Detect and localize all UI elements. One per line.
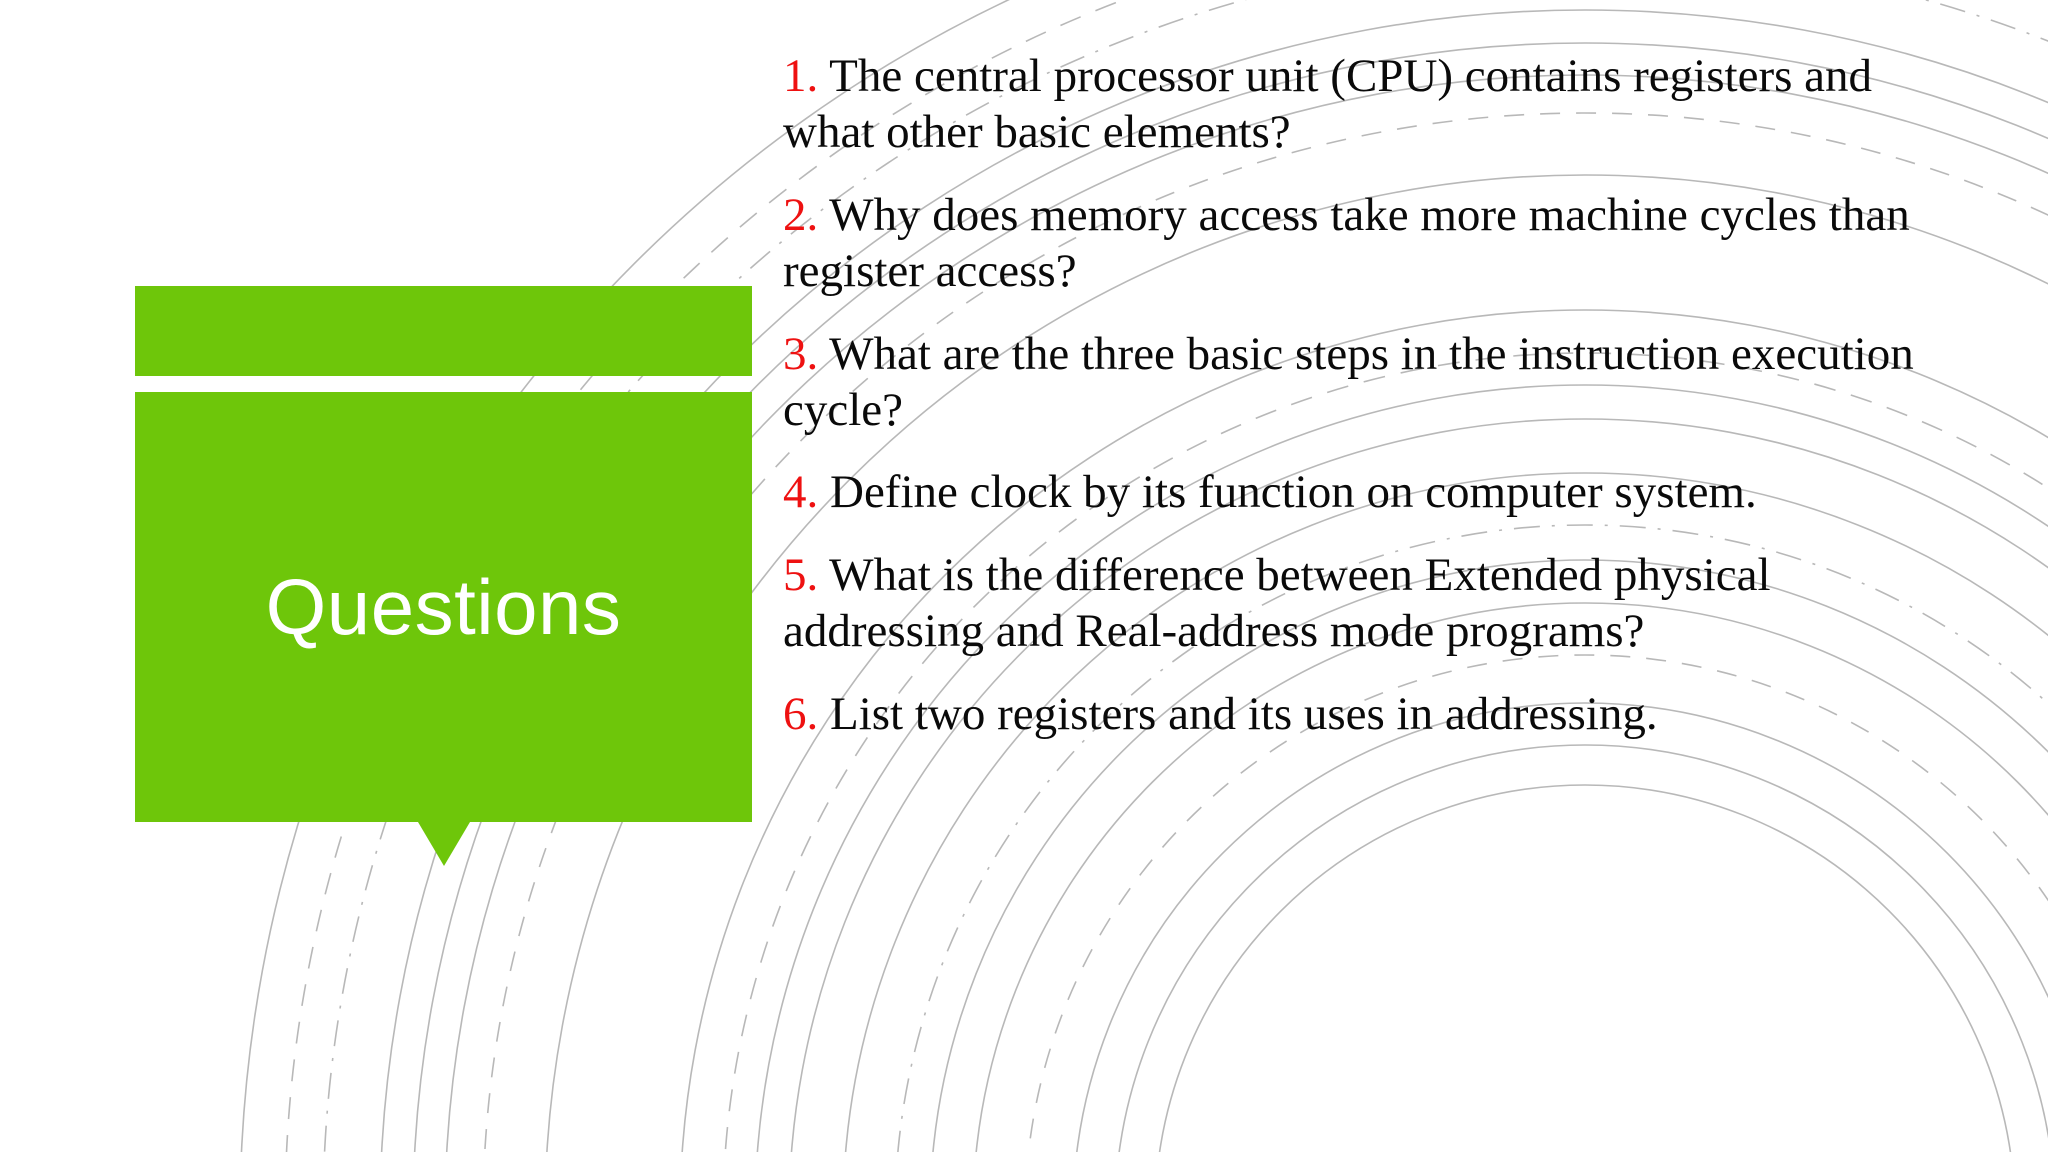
question-text: What is the difference between Extended …: [783, 548, 1771, 658]
callout-body: [135, 392, 752, 822]
question-number: 3.: [783, 327, 819, 380]
question-number: 5.: [783, 548, 819, 601]
page-title: Questions: [265, 563, 622, 651]
questions-list: 1. The central processor unit (CPU) cont…: [783, 48, 1973, 742]
callout-top-bar: [135, 286, 752, 376]
questions-callout: Questions: [135, 286, 752, 866]
list-item: 2. Why does memory access take more mach…: [783, 187, 1973, 300]
list-item: 4. Define clock by its function on compu…: [783, 464, 1973, 520]
question-text: Why does memory access take more machine…: [783, 188, 1910, 298]
callout-tail-triangle: [418, 822, 470, 866]
list-item: 6. List two registers and its uses in ad…: [783, 686, 1973, 742]
question-number: 2.: [783, 188, 819, 241]
question-number: 4.: [783, 466, 819, 519]
list-item: 5. What is the difference between Extend…: [783, 547, 1973, 660]
question-text: List two registers and its uses in addre…: [830, 687, 1658, 740]
list-item: 3. What are the three basic steps in the…: [783, 326, 1973, 439]
question-text: What are the three basic steps in the in…: [783, 327, 1914, 436]
question-text: The central processor unit (CPU) contain…: [783, 50, 1872, 159]
question-text: Define clock by its function on computer…: [830, 466, 1757, 519]
list-item: 1. The central processor unit (CPU) cont…: [783, 48, 1973, 161]
question-number: 6.: [783, 687, 819, 740]
question-number: 1.: [783, 50, 819, 102]
